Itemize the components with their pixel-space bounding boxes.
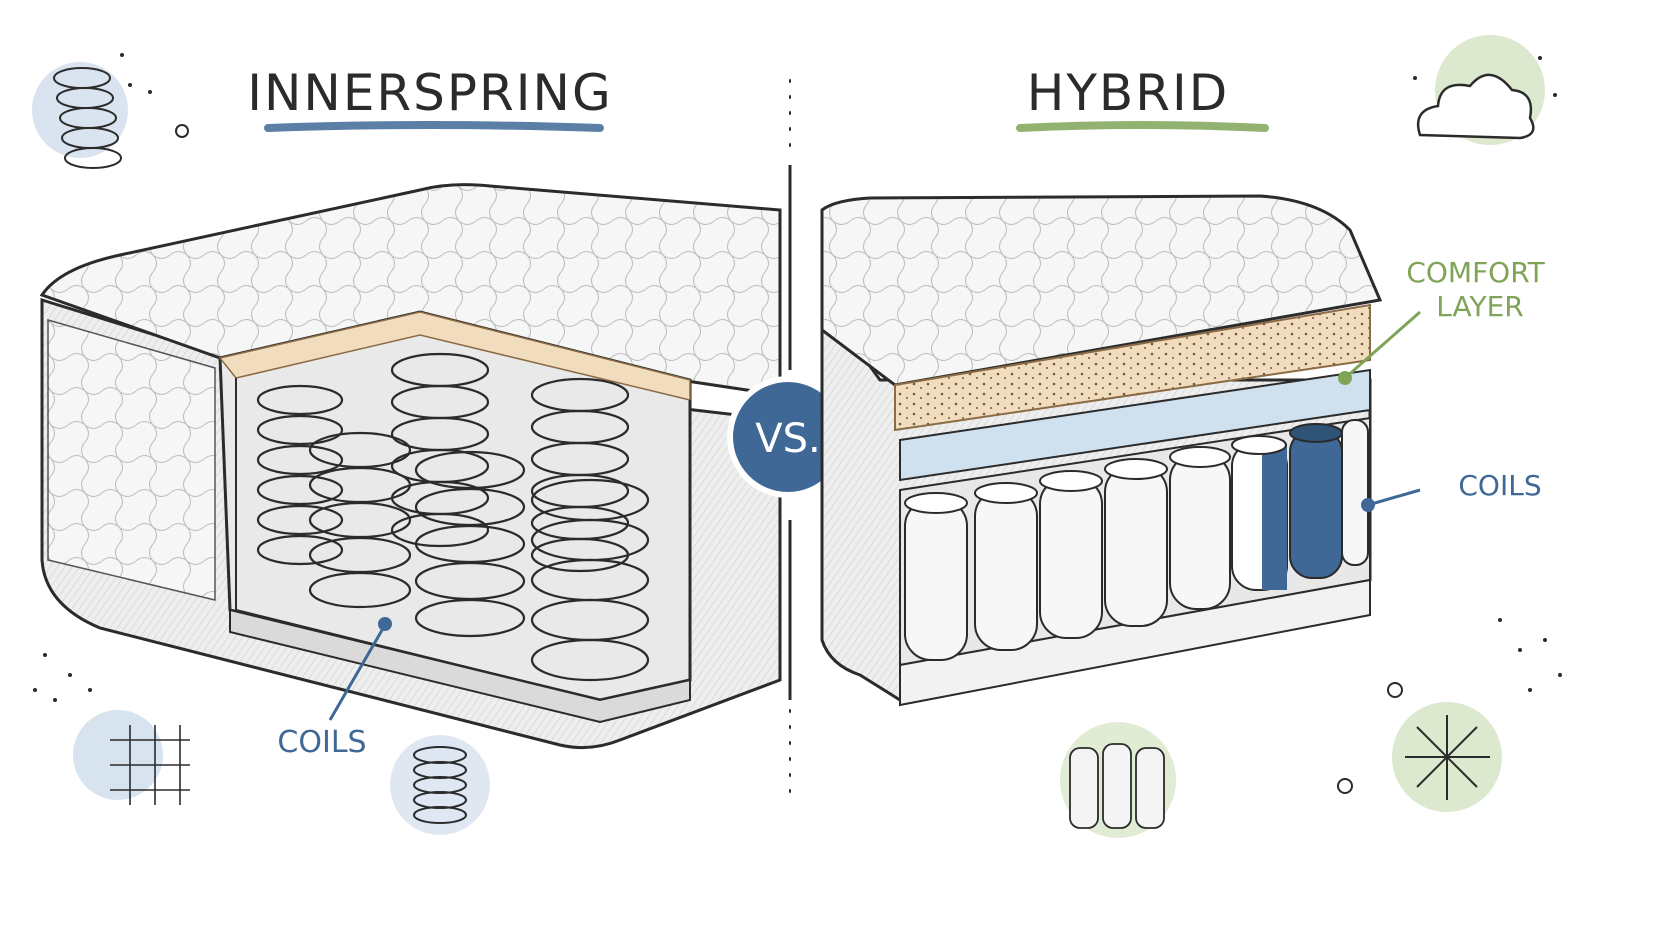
grid-doodle-icon <box>73 710 190 805</box>
innerspring-title: INNERSPRING <box>247 64 612 122</box>
doodle-dots <box>1413 56 1562 692</box>
coil-spring <box>308 431 412 609</box>
spring-doodle-icon <box>32 62 128 169</box>
hybrid-comfort-label: COMFORT LAYER <box>1406 256 1553 323</box>
innerspring-panel: INNERSPRING <box>32 53 782 835</box>
hybrid-pocket-coils <box>904 419 1369 661</box>
hybrid-comfort-layer <box>894 303 1371 432</box>
hybrid-panel: HYBRID COMFORT LAYER <box>820 35 1562 838</box>
doodle-circle-icon <box>1337 778 1353 794</box>
innerspring-coils-label: COILS <box>277 725 366 760</box>
hybrid-top <box>820 194 1383 387</box>
hybrid-title: HYBRID <box>1027 64 1229 122</box>
coil-spring <box>530 377 630 573</box>
cloud-doodle-icon <box>1416 35 1545 145</box>
innerspring-coil-array <box>256 352 650 682</box>
pocket-coil <box>904 492 968 661</box>
hybrid-comfort-leader <box>1344 310 1421 380</box>
hybrid-title-underline <box>1016 121 1269 132</box>
center-divider: VS. <box>727 79 849 801</box>
innerspring-coils-leader <box>328 624 387 721</box>
coil-spring <box>530 478 650 682</box>
pocket-coil <box>1231 435 1288 591</box>
star-doodle-icon <box>1392 702 1502 812</box>
coil-spring <box>414 450 526 638</box>
pocket-coil <box>1039 470 1103 639</box>
pocket-coil <box>1169 446 1231 610</box>
innerspring-title-underline <box>264 121 604 132</box>
coil-spring <box>256 384 344 566</box>
pocket-coil <box>974 482 1038 651</box>
hybrid-coils-leader <box>1367 488 1421 507</box>
pocket-coil <box>1289 423 1343 579</box>
small-spring-icon <box>390 735 490 835</box>
innerspring-top <box>39 183 782 397</box>
hybrid-comfort-label-line2: LAYER <box>1436 290 1523 323</box>
doodle-dots <box>33 53 152 702</box>
doodle-circle-icon <box>1387 682 1403 698</box>
pocket-coil-doodle-icon <box>1060 722 1176 838</box>
hybrid-transition-layer <box>899 368 1371 482</box>
hybrid-comfort-label-text: COMFORT <box>1406 256 1545 289</box>
pocket-coil <box>1341 419 1369 566</box>
pocket-coil <box>1104 458 1168 627</box>
hybrid-coils-label: COILS <box>1458 469 1541 502</box>
vs-label: VS. <box>755 416 820 462</box>
doodle-circle-icon <box>175 124 189 138</box>
